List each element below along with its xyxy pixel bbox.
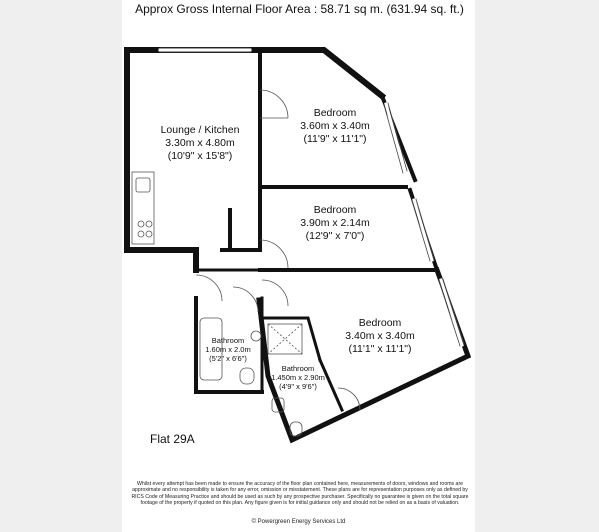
- room-label-bedroom-2: Bedroom 3.90m x 2.14m (12'9" x 7'0"): [285, 204, 385, 243]
- room-size-imperial: (10'9" x 15'8"): [167, 150, 233, 162]
- room-size-metric: 3.60m x 3.40m: [300, 120, 370, 132]
- flat-label: Flat 29A: [150, 432, 195, 446]
- right-margin-panel: [475, 0, 599, 532]
- room-size-metric: 1.60m x 2.0m: [205, 345, 251, 354]
- room-label-bedroom-1: Bedroom 3.60m x 3.40m (11'9" x 11'1"): [285, 107, 385, 146]
- room-size-metric: 1.450m x 2.90m: [271, 373, 325, 382]
- disclaimer-text: Whilst every attempt has been made to en…: [131, 481, 469, 506]
- window-east: [384, 102, 407, 174]
- room-size-metric: 3.90m x 2.14m: [300, 217, 370, 229]
- sink-icon: [135, 177, 151, 193]
- room-size-imperial: (11'9" x 11'1"): [303, 133, 367, 145]
- room-name: Bedroom: [313, 107, 357, 119]
- hob-ring-icon: [145, 230, 153, 238]
- left-margin-panel: [0, 0, 122, 532]
- wall-bath2-right: [318, 358, 344, 412]
- inner-wall-lounge-right: [220, 52, 262, 252]
- window-top-line: [159, 47, 251, 53]
- wall-bath2-top: [260, 316, 322, 362]
- room-size-imperial: (5'2" x 6'6"): [209, 354, 247, 363]
- room-label-lounge: Lounge / Kitchen 3.30m x 4.80m (10'9" x …: [140, 124, 260, 163]
- room-label-bathroom-2: Bathroom 1.450m x 2.90m (4'9" x 9'6"): [266, 364, 330, 391]
- room-name: Bedroom: [358, 317, 402, 329]
- room-size-imperial: (4'9" x 9'6"): [279, 382, 317, 391]
- door-bath2: [337, 387, 361, 411]
- room-name: Lounge / Kitchen: [160, 124, 240, 136]
- copyright-text: © Powergreen Energy Services Ltd: [251, 519, 346, 525]
- bathtub-icon: [199, 317, 223, 381]
- door-bed3: [261, 279, 289, 307]
- room-label-bathroom-1: Bathroom 1.60m x 2.0m (5'2" x 6'6"): [200, 336, 256, 363]
- outer-wall-lounge: [124, 47, 199, 273]
- room-size-metric: 3.30m x 4.80m: [165, 137, 235, 149]
- window-east-2: [412, 198, 434, 262]
- kitchen-counter: [131, 171, 155, 245]
- room-size-imperial: (12'9" x 7'0"): [305, 230, 365, 242]
- wall-bath1-outer: [194, 296, 264, 394]
- outer-wall-top: [124, 47, 387, 101]
- page-title: Approx Gross Internal Floor Area : 58.71…: [135, 2, 464, 16]
- door-bath1: [232, 286, 259, 313]
- window-east-3-line: [438, 278, 465, 347]
- basin-icon: [271, 397, 285, 413]
- door-bed2: [259, 239, 289, 269]
- window-east-2-line: [411, 198, 435, 262]
- window-east-line: [383, 102, 408, 174]
- toilet-icon: [239, 367, 255, 385]
- floor-plan-sheet: [122, 0, 475, 532]
- room-size-metric: 3.40m x 3.40m: [345, 330, 415, 342]
- basin-icon: [250, 330, 262, 342]
- window-east-3: [439, 278, 464, 347]
- room-name: Bathroom: [211, 336, 245, 345]
- shower-tray-icon: [267, 323, 303, 355]
- hob-ring-icon: [145, 220, 153, 228]
- hob-ring-icon: [137, 220, 145, 228]
- room-name: Bathroom: [281, 364, 315, 373]
- door-hall: [195, 274, 223, 302]
- toilet-icon: [289, 421, 303, 437]
- room-name: Bedroom: [313, 204, 357, 216]
- door-bed1: [259, 89, 289, 119]
- hob-ring-icon: [137, 230, 145, 238]
- room-size-imperial: (11'1" x 11'1"): [348, 343, 412, 355]
- room-label-bedroom-3: Bedroom 3.40m x 3.40m (11'1" x 11'1"): [330, 317, 430, 356]
